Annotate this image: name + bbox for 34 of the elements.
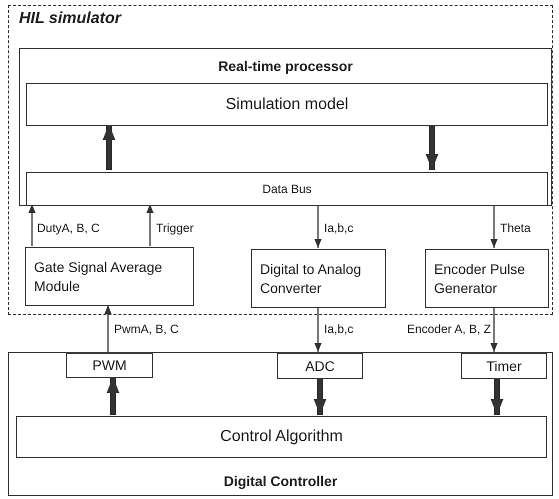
process-box: Gate Signal Average Module — [25, 247, 194, 306]
bus-box: Data Bus — [26, 172, 548, 206]
process-box: Control Algorithm — [16, 416, 547, 458]
thick-arrow — [106, 377, 120, 415]
group-title: Digital Controller — [222, 473, 338, 489]
thick-arrow — [102, 124, 116, 170]
arrow — [28, 204, 36, 246]
arrow — [314, 204, 322, 248]
arrow — [104, 305, 112, 352]
arrow — [146, 204, 154, 246]
arrow — [314, 307, 322, 352]
dashed-group-frame — [8, 5, 553, 315]
edge-label: Theta — [499, 221, 532, 235]
process-box: Simulation model — [26, 83, 548, 126]
group-title: Real-time processor — [217, 58, 354, 74]
edge-label: Ia,b,c — [323, 221, 354, 235]
edge-label: Ia,b,c — [323, 322, 354, 336]
port-box: Timer — [461, 353, 547, 379]
port-box: ADC — [277, 353, 363, 379]
controller-frame — [8, 352, 553, 496]
edge-label: Encoder A, B, Z — [406, 322, 492, 336]
arrow — [490, 307, 498, 352]
edge-label: PwmA, B, C — [113, 322, 180, 336]
process-box: Digital to Analog Converter — [251, 249, 386, 308]
thick-arrow — [314, 378, 326, 415]
processor-frame — [19, 48, 552, 206]
edge-label: Trigger — [155, 221, 195, 235]
thick-arrow — [490, 378, 504, 415]
thick-arrow — [426, 124, 438, 170]
edge-label: DutyA, B, C — [36, 221, 101, 235]
group-title: HIL simulator — [19, 10, 121, 28]
process-box: Encoder Pulse Generator — [425, 249, 549, 308]
port-box: PWM — [66, 353, 153, 378]
arrow — [490, 204, 498, 248]
